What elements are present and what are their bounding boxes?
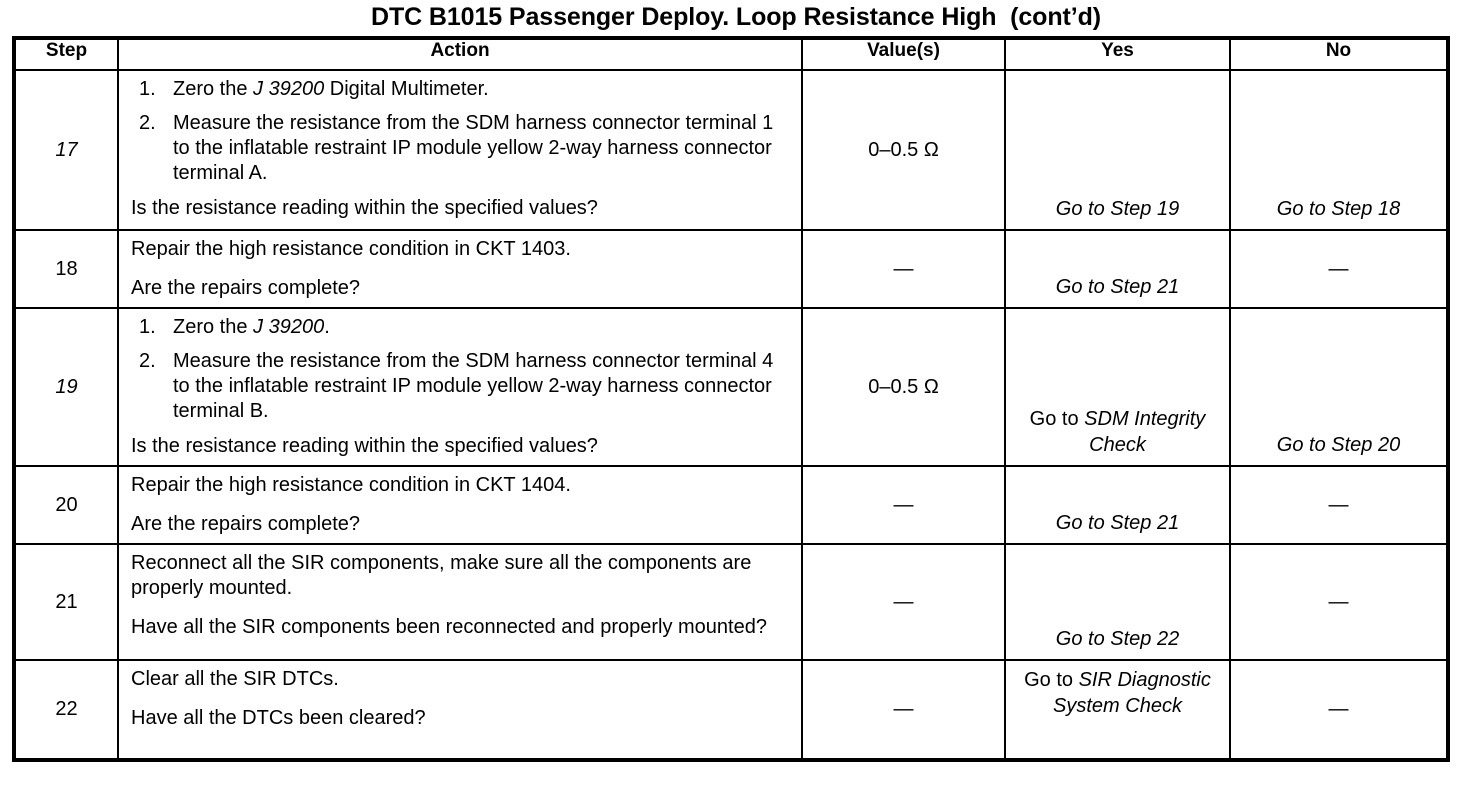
action-step-text: Zero the J 39200. xyxy=(173,316,330,338)
no-result-cell: Go to Step 20 xyxy=(1229,307,1449,467)
value-cell: 0–0.5 Ω xyxy=(801,307,1006,467)
yes-result-cell: Go to SDM Integrity Check xyxy=(1004,307,1231,467)
action-step-list: 1. Zero the J 39200. 2. Measure the resista… xyxy=(131,315,793,424)
action-step-item: 1. Zero the J 39200. xyxy=(131,315,793,340)
action-cell: Reconnect all the SIR components, make s… xyxy=(117,543,803,661)
action-question: Is the resistance reading within the spe… xyxy=(131,197,598,219)
result-text: — xyxy=(1237,256,1440,282)
yes-result-cell: Go to Step 19 xyxy=(1004,69,1231,231)
page-title: DTC B1015 Passenger Deploy. Loop Resista… xyxy=(370,3,1101,31)
tool-designation: J 39200 xyxy=(253,316,325,338)
column-header-no: No xyxy=(1229,37,1449,71)
table-row: 21 Reconnect all the SIR components, make… xyxy=(13,543,1449,661)
step-number-cell: 17 xyxy=(13,69,119,231)
result-prefix: Go to xyxy=(1029,408,1085,430)
no-result-cell: — xyxy=(1229,465,1449,545)
result-prefix: — xyxy=(1328,257,1349,280)
value-cell: — xyxy=(801,465,1006,545)
action-question: Are the repairs complete? xyxy=(131,513,361,535)
result-text: — xyxy=(1237,589,1440,615)
value-cell: — xyxy=(801,543,1006,661)
action-instruction: Reconnect all the SIR components, make s… xyxy=(131,552,752,599)
column-header-yes: Yes xyxy=(1004,37,1231,71)
column-header-step: Step xyxy=(13,37,119,71)
result-text: Go to Step 20 xyxy=(1237,432,1440,458)
action-instruction: Repair the high resistance condition in … xyxy=(131,474,571,496)
table-row: 19 1. Zero the J 39200. 2. Measure the resis… xyxy=(13,307,1449,467)
result-prefix: — xyxy=(1328,698,1349,720)
action-step-item: 1. Zero the J 39200 Digital Multimeter. xyxy=(131,77,793,102)
step-number-cell: 22 xyxy=(13,659,119,761)
action-instruction: Clear all the SIR DTCs. xyxy=(131,668,339,690)
result-text: Go to Step 19 xyxy=(1012,196,1223,222)
tool-designation: J 39200 xyxy=(253,78,325,100)
action-cell: Repair the high resistance condition in … xyxy=(117,465,803,545)
action-cell: 1. Zero the J 39200 Digital Multimeter. 2.… xyxy=(117,69,803,231)
yes-result-cell: Go to Step 22 xyxy=(1004,543,1231,661)
action-step-number: 1. xyxy=(139,316,156,338)
no-result-cell: — xyxy=(1229,229,1449,309)
action-instruction: Repair the high resistance condition in … xyxy=(131,238,571,260)
action-step-list: 1. Zero the J 39200 Digital Multimeter. 2.… xyxy=(131,77,793,186)
result-text: — xyxy=(1237,696,1440,722)
result-text: Go to Step 21 xyxy=(1012,274,1223,300)
dtc-diagnostic-table: Step Action Value(s) Yes No 17 1. Zero the… xyxy=(12,36,1450,762)
column-header-value: Value(s) xyxy=(801,37,1006,71)
table-row: 18 Repair the high resistance condition i… xyxy=(13,229,1449,309)
yes-result-cell: Go to Step 21 xyxy=(1004,465,1231,545)
step-number-cell: 19 xyxy=(13,307,119,467)
action-step-text: Measure the resistance from the SDM harn… xyxy=(173,112,774,184)
result-reference: Go to Step 21 xyxy=(1055,276,1180,298)
yes-result-cell: Go to SIR Diagnostic System Check xyxy=(1004,659,1231,761)
result-reference: Go to Step 22 xyxy=(1055,628,1180,650)
result-text: Go to SIR Diagnostic System Check xyxy=(1012,667,1223,719)
no-result-cell: — xyxy=(1229,659,1449,761)
action-step-item: 2. Measure the resistance from the SDM ha… xyxy=(131,349,793,424)
result-text: Go to SDM Integrity Check xyxy=(1012,406,1223,458)
result-prefix: Go to xyxy=(1024,669,1079,691)
action-step-text: Zero the J 39200 Digital Multimeter. xyxy=(173,78,489,100)
no-result-cell: — xyxy=(1229,543,1449,661)
action-question: Have all the DTCs been cleared? xyxy=(131,707,426,729)
action-question: Have all the SIR components been reconne… xyxy=(131,616,767,638)
result-reference: Go to Step 18 xyxy=(1276,198,1401,220)
action-question: Are the repairs complete? xyxy=(131,277,361,299)
result-text: Go to Step 18 xyxy=(1237,196,1440,222)
table-body: 17 1. Zero the J 39200 Digital Multimeter.… xyxy=(13,69,1449,761)
result-text: — xyxy=(1237,492,1440,518)
action-step-number: 2. xyxy=(139,350,156,372)
result-reference: Go to Step 21 xyxy=(1055,512,1180,534)
table-header: Step Action Value(s) Yes No xyxy=(13,37,1449,71)
result-prefix: — xyxy=(1328,590,1349,613)
result-reference: Go to Step 19 xyxy=(1055,198,1180,220)
result-reference: Go to Step 20 xyxy=(1276,434,1401,456)
table-row: 20 Repair the high resistance condition i… xyxy=(13,465,1449,545)
action-step-number: 2. xyxy=(139,112,156,134)
column-header-action: Action xyxy=(117,37,803,71)
result-text: Go to Step 22 xyxy=(1012,626,1223,652)
action-cell: 1. Zero the J 39200. 2. Measure the resista… xyxy=(117,307,803,467)
value-cell: 0–0.5 Ω xyxy=(801,69,1006,231)
step-number-cell: 21 xyxy=(13,543,119,661)
result-reference: SIR Diagnostic System Check xyxy=(1053,669,1211,717)
result-reference: SDM Integrity Check xyxy=(1084,408,1206,456)
table-row: 22 Clear all the SIR DTCs. Have all the DT… xyxy=(13,659,1449,761)
yes-result-cell: Go to Step 21 xyxy=(1004,229,1231,309)
action-step-number: 1. xyxy=(139,78,156,100)
header-row: Step Action Value(s) Yes No xyxy=(13,37,1449,71)
step-number-cell: 18 xyxy=(13,229,119,309)
no-result-cell: Go to Step 18 xyxy=(1229,69,1449,231)
action-step-text: Measure the resistance from the SDM harn… xyxy=(173,350,774,422)
result-prefix: — xyxy=(1328,493,1349,516)
action-cell: Clear all the SIR DTCs. Have all the DTCs… xyxy=(117,659,803,761)
value-cell: — xyxy=(801,229,1006,309)
step-number-cell: 20 xyxy=(13,465,119,545)
action-question: Is the resistance reading within the spe… xyxy=(131,435,598,457)
action-cell: Repair the high resistance condition in … xyxy=(117,229,803,309)
value-cell: — xyxy=(801,659,1006,761)
result-text: Go to Step 21 xyxy=(1012,510,1223,536)
table-row: 17 1. Zero the J 39200 Digital Multimeter.… xyxy=(13,69,1449,231)
action-step-item: 2. Measure the resistance from the SDM ha… xyxy=(131,111,793,186)
